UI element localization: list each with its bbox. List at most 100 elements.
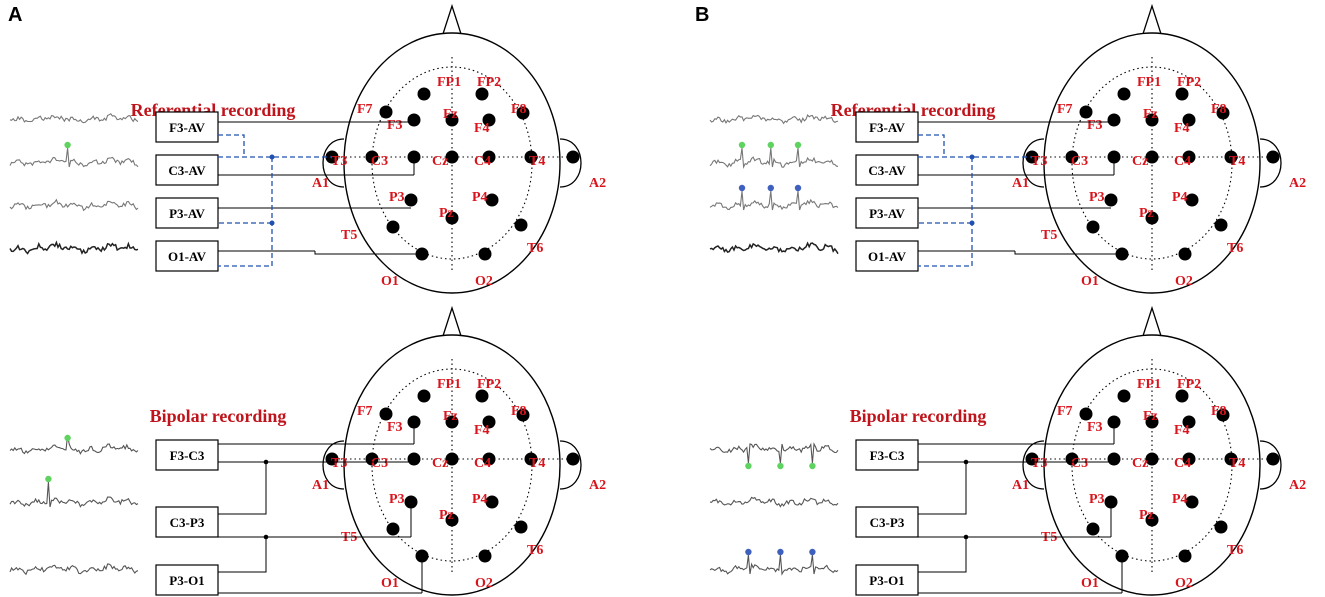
electrode-t6: [1214, 218, 1228, 232]
right-ear-outline: [1259, 440, 1282, 490]
electrode-t3: [365, 150, 379, 164]
label-c3: C3: [1071, 154, 1088, 169]
nose-outline: [441, 305, 463, 340]
wire-c3-shared: [218, 462, 267, 515]
eeg-trace: [9, 434, 139, 455]
channel-p3-o1-label: P3-O1: [869, 573, 904, 588]
electrode-c4: [1182, 150, 1196, 164]
electrode-fp2: [475, 389, 489, 403]
spike-marker-green: [64, 141, 71, 149]
eeg-trace: [709, 241, 839, 255]
channel-f3-av-box: [855, 111, 919, 143]
label-a2: A2: [1289, 176, 1306, 191]
label-t5: T5: [341, 228, 357, 243]
label-f7: F7: [1057, 404, 1073, 419]
channel-f3-c3-box: [155, 439, 219, 471]
electrode-a2: [1266, 150, 1280, 164]
label-f8: F8: [1211, 404, 1227, 419]
eeg-trace: [709, 147, 839, 170]
channel-p3-av-label: P3-AV: [869, 206, 905, 221]
label-fp2: FP2: [477, 75, 501, 90]
bipolar-title: Bipolar recording: [850, 406, 987, 426]
electrode-t4: [1224, 452, 1238, 466]
electrode-fz: [1145, 113, 1159, 127]
label-o1: O1: [381, 274, 399, 289]
label-f3: F3: [1087, 420, 1103, 435]
eeg-trace: [709, 496, 839, 508]
wire-c3-shared: [918, 462, 967, 515]
label-p4: P4: [472, 492, 488, 507]
label-a2: A2: [589, 478, 606, 493]
wire-o1: [314, 251, 422, 255]
label-t6: T6: [527, 543, 543, 558]
channel-f3-av-label: F3-AV: [869, 120, 905, 135]
electrode-f8: [516, 106, 530, 120]
avg-ref-line: [918, 157, 973, 267]
label-c4: C4: [1174, 456, 1191, 471]
spike-marker-blue: [738, 184, 746, 192]
eeg-trace: [9, 198, 139, 212]
channel-c3-av-label: C3-AV: [868, 163, 906, 178]
label-t3: T3: [1031, 456, 1047, 471]
spike-marker-green: [745, 462, 752, 470]
electrode-p3: [1104, 193, 1118, 207]
label-fp1: FP1: [437, 75, 461, 90]
label-fp2: FP2: [477, 377, 501, 392]
electrode-t5: [1086, 522, 1100, 536]
spike-marker-blue: [767, 184, 774, 192]
electrode-pz: [445, 513, 459, 527]
electrode-fp2: [475, 87, 489, 101]
spike-marker-blue: [809, 548, 816, 556]
wire-o1: [1014, 251, 1122, 255]
spike-marker-green: [794, 141, 802, 149]
label-c4: C4: [474, 456, 491, 471]
label-f8: F8: [511, 102, 527, 117]
channel-p3-o1-box: [855, 564, 919, 596]
right-ear-outline: [559, 440, 582, 490]
electrode-o2: [1178, 549, 1192, 563]
bipolar-title: Bipolar recording: [150, 406, 287, 426]
wire-p3-shared: [918, 537, 967, 573]
right-ear-outline: [1259, 138, 1282, 188]
label-c3: C3: [371, 154, 388, 169]
label-f4: F4: [1174, 423, 1190, 438]
label-f4: F4: [1174, 121, 1190, 136]
label-o1: O1: [1081, 274, 1099, 289]
avg-ref-junction: [269, 154, 275, 160]
channel-c3-av-box: [155, 154, 219, 186]
label-fp2: FP2: [1177, 377, 1201, 392]
label-t5: T5: [1041, 228, 1057, 243]
label-o1: O1: [1081, 576, 1099, 591]
label-o2: O2: [475, 576, 493, 591]
electrode-f7: [1079, 407, 1093, 421]
avg-ref-line: [918, 134, 945, 157]
spike-marker-blue: [794, 184, 802, 192]
electrode-t4: [524, 452, 538, 466]
electrode-f8: [516, 408, 530, 422]
label-f4: F4: [474, 423, 490, 438]
label-f8: F8: [1211, 102, 1227, 117]
label-t3: T3: [1031, 154, 1047, 169]
electrode-t3: [1065, 150, 1079, 164]
electrode-f7: [1079, 105, 1093, 119]
label-t4: T4: [529, 154, 545, 169]
label-pz: Pz: [439, 206, 454, 221]
electrode-cz: [445, 150, 459, 164]
channel-f3-c3-box: [855, 439, 919, 471]
label-p4: P4: [1172, 492, 1188, 507]
label-f3: F3: [1087, 118, 1103, 133]
label-p3: P3: [1089, 190, 1105, 205]
label-fz: Fz: [443, 409, 458, 424]
spike-marker-green: [64, 434, 71, 442]
spike-marker-blue: [777, 548, 784, 556]
label-c3: C3: [1071, 456, 1088, 471]
electrode-f8: [1216, 408, 1230, 422]
electrode-t5: [386, 522, 400, 536]
spike-marker-green: [738, 141, 746, 149]
label-t6: T6: [527, 241, 543, 256]
eeg-trace: [9, 113, 139, 124]
panel-letter-a: A: [8, 4, 23, 26]
